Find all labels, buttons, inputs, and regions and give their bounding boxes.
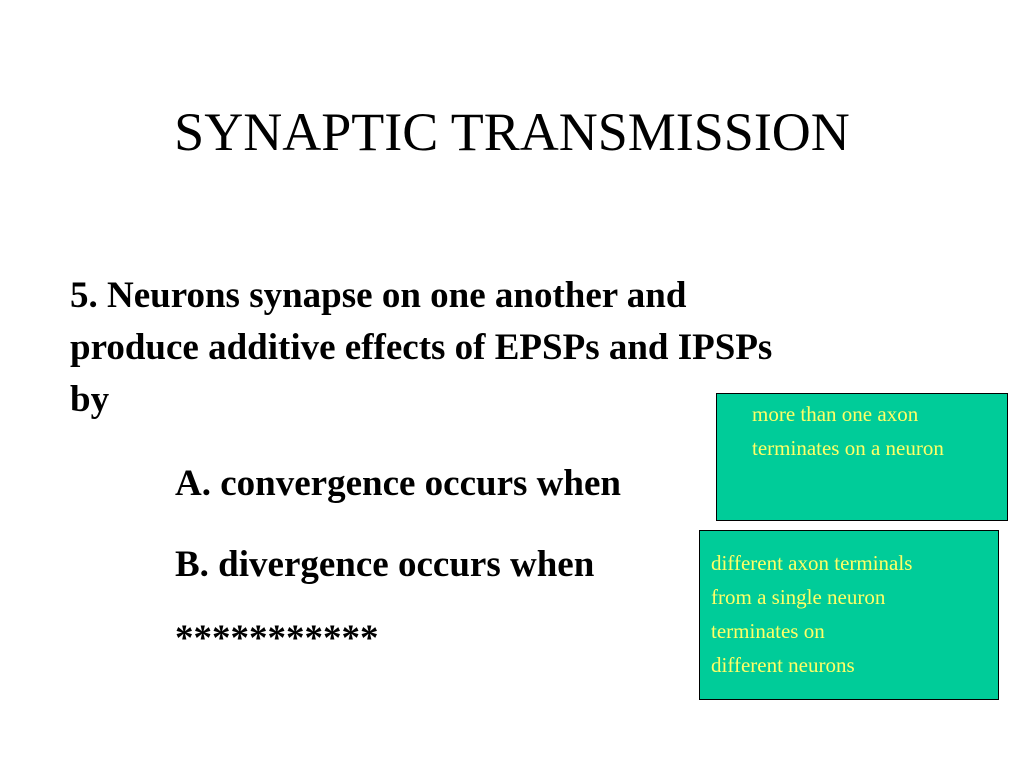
callout-line: more than one axon	[752, 402, 919, 426]
point-5-line: by	[70, 379, 110, 420]
divergence-item: B. divergence occurs when	[175, 544, 595, 585]
convergence-item: A. convergence occurs when	[175, 463, 621, 504]
callout-line: from a single neuron	[711, 585, 886, 609]
point-5-text: 5. Neurons synapse on one another and pr…	[70, 270, 970, 426]
point-5-line: produce additive effects of EPSPs and IP…	[70, 327, 773, 368]
asterisk-divider: ***********	[175, 618, 379, 659]
divergence-callout-box: different axon terminals from a single n…	[699, 530, 999, 700]
callout-line: different axon terminals	[711, 551, 913, 575]
point-5-line: 5. Neurons synapse on one another and	[70, 275, 687, 316]
slide-title: SYNAPTIC TRANSMISSION	[174, 102, 850, 162]
convergence-callout-box: more than one axon terminates on a neuro…	[716, 393, 1008, 521]
callout-line: terminates on	[711, 619, 825, 643]
callout-line: different neurons	[711, 653, 855, 677]
callout-line: terminates on a neuron	[752, 436, 944, 460]
